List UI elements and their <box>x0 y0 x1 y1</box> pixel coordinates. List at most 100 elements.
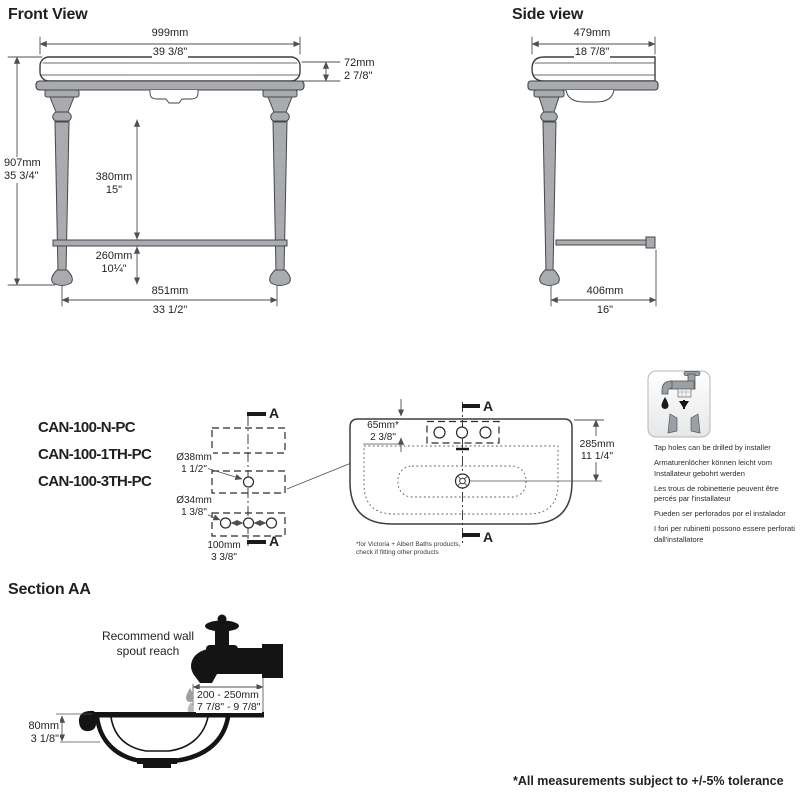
section-marker-a-detail-bottom: A <box>269 533 280 549</box>
three-tap-holes <box>219 517 278 529</box>
plan-footnote-line2: check if fitting other products <box>356 549 439 556</box>
dim-in: 10¼" <box>100 263 128 276</box>
dim-depth-lines <box>531 36 656 55</box>
dim-mm: 260mm <box>94 250 134 263</box>
dim-rail-depth: 406mm 16" <box>573 285 637 317</box>
basin-plan-drawing <box>349 399 604 546</box>
faucet-icon <box>661 371 701 395</box>
installer-note-es: Pueden ser perforados por el instalador <box>654 509 786 518</box>
dim-leg-spacing: 851mm 33 1/2" <box>135 285 205 317</box>
dim-leg-spacing-lines <box>61 285 278 307</box>
drilled-hole-icon <box>667 413 701 434</box>
water-drip-small <box>187 702 194 714</box>
section-aa-title: Section AA <box>8 581 91 598</box>
dim-mm: 406mm <box>585 285 625 298</box>
plan-footnote: *for Victoria + Albert Baths products, c… <box>356 541 460 557</box>
dim-in: 3 1/8" <box>29 733 60 746</box>
single-tap-hole <box>242 476 255 488</box>
dim-hole-spacing: 100mm 3 3/8" <box>203 540 245 563</box>
spout-note-line1: Recommend wall <box>101 629 195 643</box>
dim-mm: Ø34mm <box>175 495 213 507</box>
section-aa-drawing <box>56 614 283 768</box>
console-deck-side <box>527 80 659 91</box>
dim-mm: Ø38mm <box>175 452 213 464</box>
overflow-outline-front <box>149 89 199 104</box>
dim-mm: 65mm* <box>366 420 400 432</box>
model-number-1: CAN-100-N-PC <box>38 419 136 436</box>
installer-note-block: Tap holes can be drilled by installer Ar… <box>654 443 796 550</box>
drain-symbol <box>454 473 471 489</box>
water-drop-icon <box>661 397 669 409</box>
dim-rail-depth-lines <box>550 249 657 307</box>
installer-note-de: Armaturenlöcher können leicht vom Instal… <box>654 458 772 478</box>
installer-note-it: I fori per rubinetti possono essere perf… <box>654 524 795 544</box>
front-view-drawing <box>7 36 341 307</box>
installer-note-fr: Les trous de robinetterie peuvent être p… <box>654 483 779 504</box>
basin-rim-dotted <box>363 445 559 515</box>
dim-basin-depth-lines <box>56 713 100 743</box>
wall-tap-silhouette <box>191 614 283 683</box>
dim-overall-width-lines <box>39 36 301 55</box>
dim-mm: 285mm <box>578 438 616 450</box>
dim-in: 35 3/4" <box>3 170 40 183</box>
section-marker-a-detail-top: A <box>269 405 280 421</box>
water-drip-large <box>186 688 194 702</box>
console-deck-front <box>35 80 305 91</box>
spout-reach-note: Recommend wall spout reach <box>98 629 198 658</box>
dim-mm: 479mm <box>572 27 612 40</box>
dim-mm: 80mm <box>27 720 60 733</box>
dim-in: 33 1/2" <box>151 304 189 317</box>
dim-small-hole: Ø34mm 1 3/8" <box>175 495 213 518</box>
dim-overall-width: 999mm 39 3/8" <box>135 27 205 59</box>
towel-rail-side <box>555 239 647 246</box>
dim-mm: 200 - 250mm <box>196 689 260 701</box>
plan-tap-holes <box>433 426 492 439</box>
dim-thickness-lines <box>301 61 341 82</box>
dim-in: 15" <box>104 184 124 197</box>
dim-tap-offset: 65mm* 2 3/8" <box>362 420 404 443</box>
dim-in: 2 7/8" <box>343 70 374 83</box>
console-leg-side <box>533 89 565 286</box>
spout-note-line2: spout reach <box>116 643 180 658</box>
bowl-inner-section <box>110 716 209 752</box>
towel-rail-front <box>52 239 288 247</box>
dim-mm: 72mm <box>343 57 376 70</box>
dim-in: 3 3/8" <box>210 551 238 563</box>
dim-mm: 851mm <box>150 285 190 298</box>
overflow-outline-side <box>565 89 615 103</box>
dim-in: 7 7/8" - 9 7/8" <box>196 701 262 713</box>
drain-tab-section <box>137 758 177 764</box>
section-marker-a-plan-bottom: A <box>483 529 494 545</box>
dim-rail-height: 260mm 10¼" <box>92 250 136 276</box>
dim-in: 18 7/8" <box>573 46 611 59</box>
dim-large-hole: Ø38mm 1 1/2" <box>175 452 213 475</box>
plan-footnote-line1: *for Victoria + Albert Baths products, <box>356 541 461 548</box>
basin-top-side <box>531 56 656 82</box>
basin-outline-plan <box>349 418 573 525</box>
dim-in: 1 3/8" <box>180 506 208 518</box>
dim-mm: 100mm <box>206 540 242 552</box>
drain-slot-section <box>143 764 171 768</box>
dim-drain-offset: 285mm 11 1/4" <box>575 438 619 462</box>
deck-line-section <box>90 712 264 718</box>
dim-overall-height: 907mm 35 3/4" <box>3 157 42 183</box>
basin-bowl-dotted <box>397 465 527 498</box>
dim-in: 2 3/8" <box>369 431 397 443</box>
dim-basin-depth: 80mm 3 1/8" <box>22 720 60 746</box>
bowl-outer-section <box>94 716 231 764</box>
side-view-title: Side view <box>512 6 584 23</box>
drill-tap-holes-icon <box>647 370 711 438</box>
console-leg-left <box>44 89 80 286</box>
tap-hole-template-rects <box>211 427 286 537</box>
dim-mm: 999mm <box>150 27 190 40</box>
plan-tap-zone-rect <box>426 420 500 444</box>
small-hole-leader <box>205 513 221 521</box>
dim-in: 39 3/8" <box>151 46 189 59</box>
dim-in: 16" <box>595 304 615 317</box>
rail-wall-bracket <box>645 236 656 249</box>
dim-mm: 907mm <box>3 157 42 170</box>
tolerance-note: *All measurements subject to +/-5% toler… <box>513 774 784 788</box>
dim-in: 11 1/4" <box>579 450 615 462</box>
dim-tap-offset-lines <box>363 399 405 452</box>
